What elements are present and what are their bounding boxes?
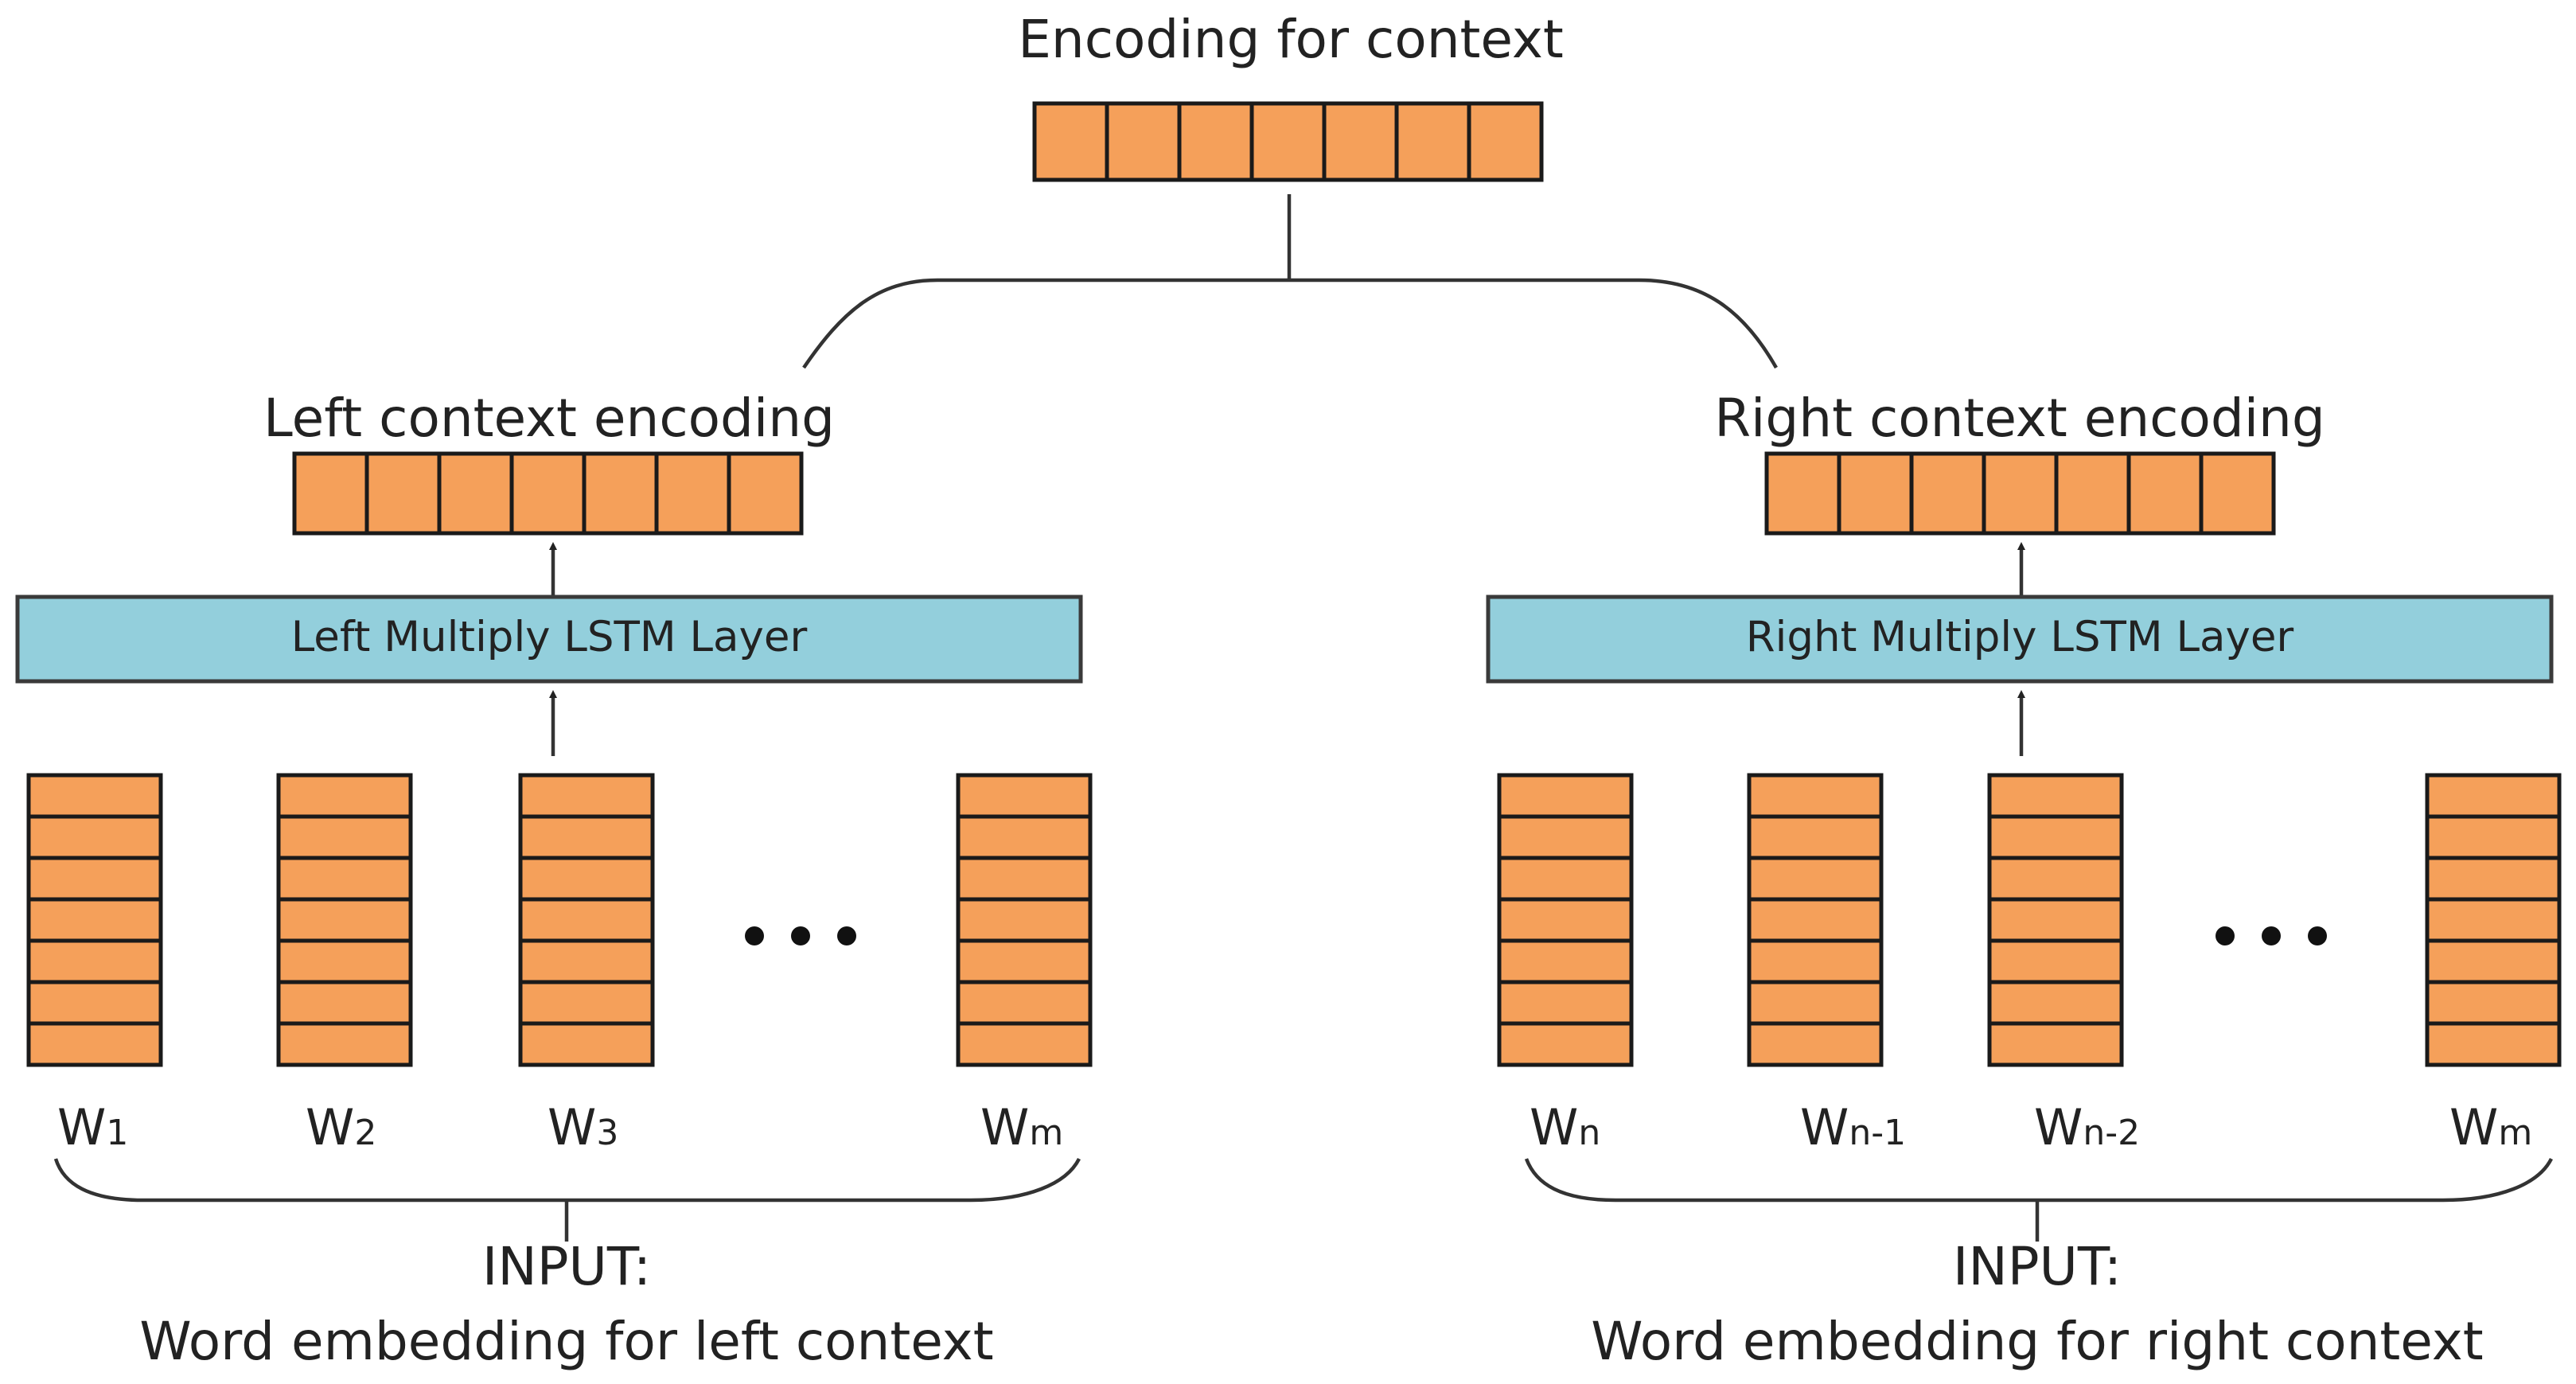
left-word-label: W3 xyxy=(548,1098,618,1156)
left-word-embedding-2 xyxy=(276,773,413,1067)
encoding-cell xyxy=(437,451,514,536)
encoding-cell xyxy=(1909,451,1986,536)
left-word-embedding-3 xyxy=(518,773,655,1067)
encoding-cell xyxy=(1322,101,1399,182)
left-input-brace xyxy=(53,1157,1081,1203)
left-word-embedding-1 xyxy=(26,773,163,1067)
encoding-cell xyxy=(364,451,442,536)
encoding-cell xyxy=(727,451,804,536)
encoding-cell xyxy=(2126,451,2204,536)
encoding-cell xyxy=(1467,101,1544,182)
right-word-label: Wn xyxy=(1530,1098,1600,1156)
encoding-cell xyxy=(509,451,587,536)
left-word-embedding-m xyxy=(956,773,1093,1067)
context-encoding-title: Encoding for context xyxy=(1018,9,1564,70)
right-word-embedding-m xyxy=(2425,773,2562,1067)
left-ellipsis xyxy=(745,926,856,945)
encoding-cell xyxy=(1249,101,1327,182)
left-lstm-layer xyxy=(15,595,1083,684)
encoding-cell xyxy=(582,451,659,536)
right-word-label: Wm xyxy=(2449,1098,2532,1156)
right-input-brace xyxy=(1524,1157,2554,1203)
right-word-label: Wn-1 xyxy=(1800,1098,1906,1156)
encoding-cell xyxy=(1032,101,1109,182)
left-input-caption: Word embedding for left context xyxy=(139,1311,993,1372)
right-lstm-layer xyxy=(1486,595,2554,684)
right-word-embedding-n-1 xyxy=(1747,773,1884,1067)
right-ellipsis xyxy=(2216,926,2327,945)
left-word-label: Wm xyxy=(980,1098,1063,1156)
encoding-cell xyxy=(1105,101,1182,182)
encoding-cell xyxy=(1177,101,1254,182)
encoding-cell xyxy=(1394,101,1471,182)
left-lstm-label: Left Multiply LSTM Layer xyxy=(291,613,808,661)
merge-bracket-line xyxy=(802,278,1778,369)
encoding-cell xyxy=(292,451,369,536)
context-encoding-vector xyxy=(1032,101,1544,182)
right-encoding-vector xyxy=(1764,451,2276,536)
encoding-cell xyxy=(1764,451,1841,536)
encoding-cell xyxy=(1982,451,2059,536)
right-lstm-label: Right Multiply LSTM Layer xyxy=(1746,613,2294,661)
left-word-label: W1 xyxy=(57,1098,128,1156)
encoding-cell xyxy=(2054,451,2131,536)
right-word-label: Wn-2 xyxy=(2034,1098,2140,1156)
right-encoding-title: Right context encoding xyxy=(1714,388,2325,449)
right-input-caption: Word embedding for right context xyxy=(1591,1311,2483,1372)
left-word-label: W2 xyxy=(306,1098,376,1156)
encoding-cell xyxy=(2199,451,2276,536)
right-input-label: INPUT: xyxy=(1953,1236,2122,1297)
left-input-label: INPUT: xyxy=(482,1236,651,1297)
right-word-embedding-n-2 xyxy=(1987,773,2124,1067)
left-encoding-vector xyxy=(292,451,804,536)
encoding-cell xyxy=(1837,451,1914,536)
encoding-cell xyxy=(654,451,731,536)
left-encoding-title: Left context encoding xyxy=(263,388,835,449)
right-word-embedding-n xyxy=(1497,773,1634,1067)
